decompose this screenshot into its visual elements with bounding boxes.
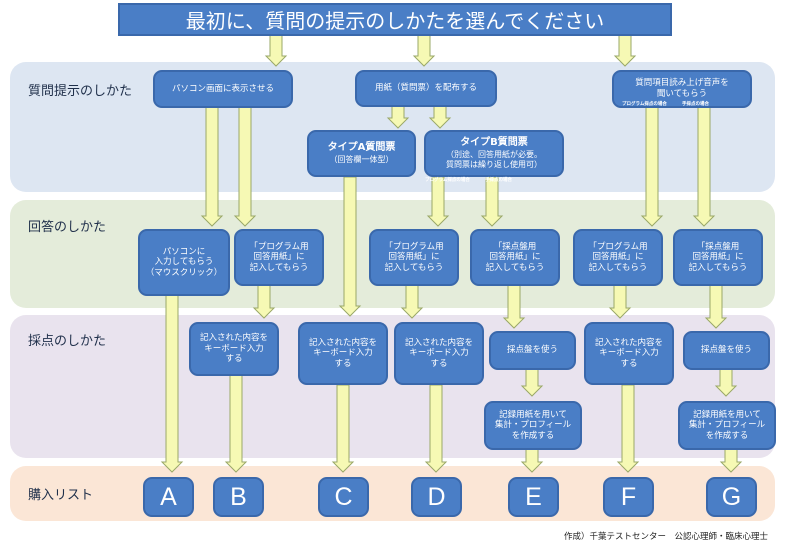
answer-program-sheet-box-d: 「プログラム用 回答用紙」に 記入してもらう — [369, 229, 459, 286]
present-paper-box: 用紙（質問票）を配布する — [355, 70, 497, 107]
score-keyboard-box-c: 記入された内容を キーボード入力 する — [298, 322, 388, 385]
note-program-b: プログラム採点の場合 — [425, 178, 470, 183]
flow-arrow-14 — [400, 283, 424, 319]
flow-arrow-17 — [704, 283, 728, 329]
flow-arrow-22 — [714, 367, 738, 397]
flow-arrow-3 — [386, 104, 410, 129]
flow-arrow-2 — [613, 33, 637, 67]
answer-pc-input-box: パソコンに 入力してもらう （マウスクリック） — [138, 229, 230, 296]
type-b-box: タイプB質問票 （別途、回答用紙が必要。 質問票は繰り返し使用可） — [424, 130, 564, 177]
flow-arrow-23 — [520, 447, 544, 473]
record-sheet-box-g: 記録用紙を用いて 集計・プロフィール を作成する — [678, 401, 776, 450]
flow-arrow-21 — [520, 367, 544, 397]
flow-arrow-1 — [412, 33, 436, 67]
purchase-g: G — [706, 477, 757, 517]
page-title: 最初に、質問の提示のしかたを選んでください — [118, 3, 672, 36]
flow-arrow-25 — [719, 447, 743, 473]
flow-arrow-19 — [331, 384, 355, 473]
type-a-subtitle: （回答欄一体型） — [329, 154, 394, 164]
type-a-title: タイプA質問票 — [327, 142, 396, 154]
flow-arrow-11 — [692, 103, 716, 227]
flow-arrow-10 — [640, 103, 664, 227]
flow-arrow-16 — [608, 283, 632, 319]
purchase-a: A — [143, 477, 194, 517]
flow-arrow-15 — [502, 283, 526, 329]
score-board-box-e: 採点盤を使う — [489, 331, 576, 370]
purchase-b: B — [213, 477, 264, 517]
note-program-reader: プログラム採点の場合 — [622, 102, 667, 107]
band-label-purchase: 購入リスト — [28, 488, 94, 503]
answer-manual-sheet-box-g: 「採点盤用 回答用紙」に 記入してもらう — [673, 229, 763, 286]
purchase-c: C — [318, 477, 369, 517]
note-manual-reader: 手採点の場合 — [682, 102, 709, 107]
flow-arrow-13 — [252, 283, 276, 319]
band-label-answer: 回答のしかた — [28, 220, 107, 235]
flow-arrow-24 — [616, 384, 640, 473]
score-keyboard-box-b: 記入された内容を キーボード入力 する — [189, 322, 279, 376]
present-pc-box: パソコン画面に表示させる — [153, 70, 293, 108]
flow-arrow-7 — [338, 176, 362, 317]
band-label-score: 採点のしかた — [28, 334, 107, 349]
answer-manual-sheet-box-e: 「採点盤用 回答用紙」に 記入してもらう — [470, 229, 560, 286]
flow-arrow-0 — [264, 33, 288, 67]
record-sheet-box-e: 記録用紙を用いて 集計・プロフィール を作成する — [484, 401, 582, 450]
score-keyboard-box-d: 記入された内容を キーボード入力 する — [394, 322, 484, 385]
purchase-e: E — [508, 477, 559, 517]
flow-arrow-12 — [160, 293, 184, 473]
purchase-d: D — [411, 477, 462, 517]
type-b-subtitle: （別途、回答用紙が必要。 質問票は繰り返し使用可） — [446, 149, 542, 169]
flow-arrow-6 — [233, 104, 257, 227]
flow-arrow-20 — [424, 384, 448, 473]
type-b-title: タイプB質問票 — [460, 137, 528, 149]
present-reader-box: 質問項目読み上げ音声を 聞いてもらう — [612, 70, 752, 108]
score-keyboard-box-f: 記入された内容を キーボード入力 する — [584, 322, 674, 385]
answer-program-sheet-box-f: 「プログラム用 回答用紙」に 記入してもらう — [573, 229, 663, 286]
credit-text: 作成）千葉テストセンター 公認心理師・臨床心理士 — [564, 532, 769, 542]
flow-arrow-5 — [200, 104, 224, 227]
flow-arrow-18 — [224, 373, 248, 473]
answer-program-sheet-box-b: 「プログラム用 回答用紙」に 記入してもらう — [234, 229, 324, 286]
flow-arrow-4 — [428, 104, 452, 129]
purchase-f: F — [603, 477, 654, 517]
type-a-box: タイプA質問票 （回答欄一体型） — [307, 130, 416, 177]
flow-arrow-9 — [480, 176, 504, 227]
flow-arrow-8 — [426, 176, 450, 227]
note-manual-b: 手採点の場合 — [485, 178, 512, 183]
band-label-present: 質問提示のしかた — [28, 84, 133, 99]
score-board-box-g: 採点盤を使う — [683, 331, 770, 370]
